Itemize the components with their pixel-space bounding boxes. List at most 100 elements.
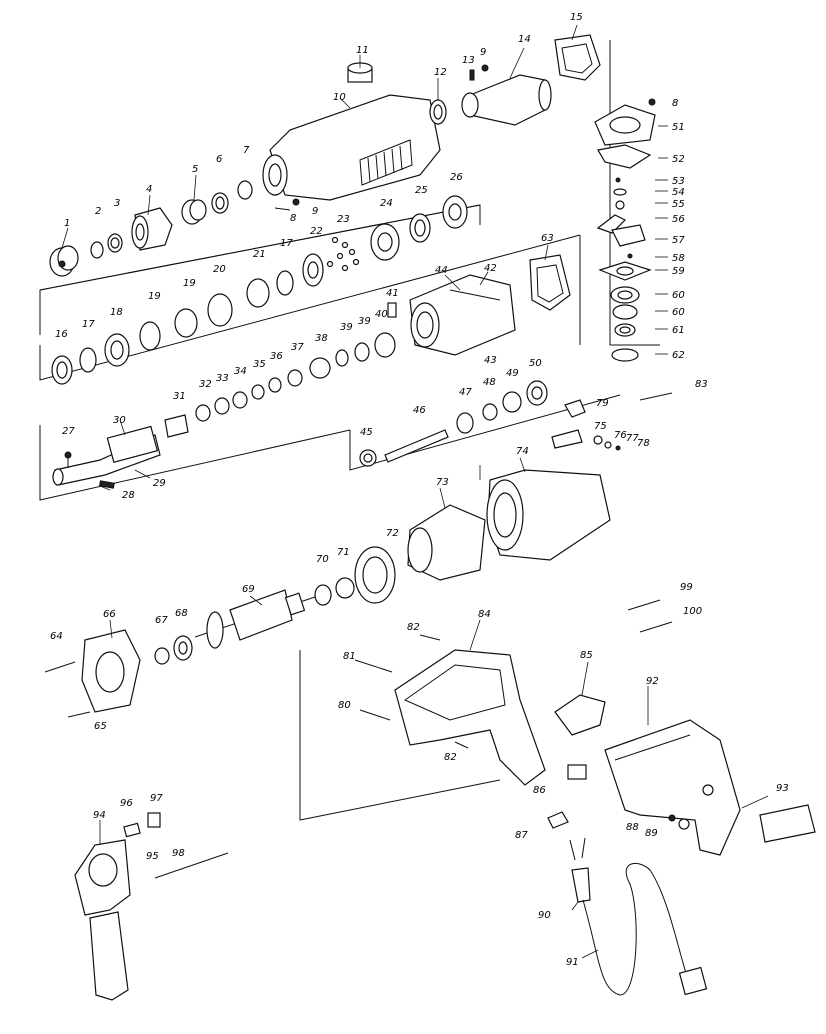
callout-56: 56: [672, 214, 685, 225]
callout-91: 91: [566, 957, 579, 968]
callout-67: 67: [155, 615, 168, 626]
pin-83: [639, 392, 673, 401]
callout-16: 16: [55, 329, 68, 340]
callout-6: 6: [216, 154, 222, 165]
callout-20: 20: [213, 264, 226, 275]
callout-95: 95: [146, 851, 159, 862]
callout-28: 28: [122, 490, 135, 501]
callout-29: 29: [153, 478, 166, 489]
callout-76: 76: [614, 430, 627, 441]
callout-7: 7: [243, 145, 250, 156]
callout-96: 96: [120, 798, 133, 809]
switch-85: [554, 694, 606, 736]
sleeve-14: [461, 74, 552, 126]
chuck-cap-1: [49, 245, 79, 277]
callout-38: 38: [315, 333, 328, 344]
sleeve-4: [131, 207, 173, 251]
bearings-70-71: [314, 577, 355, 606]
callout-81: 81: [343, 651, 356, 662]
callout-69: 69: [242, 584, 255, 595]
end-bracket-66: [44, 629, 141, 718]
callout-1: 1: [64, 218, 70, 229]
callout-33: 33: [216, 373, 229, 384]
callout-39b: 39: [358, 316, 371, 327]
callout-60: 60: [672, 290, 685, 301]
armature-69: [194, 589, 316, 649]
callout-94: 94: [93, 810, 106, 821]
leader-lines: [61, 24, 769, 959]
callout-10: 10: [333, 92, 346, 103]
callout-17: 17: [82, 319, 95, 330]
callout-labels: 1 2 3 4 5 6 7 8 8 9 9 10 11 12 13 14 15 …: [50, 12, 789, 968]
motor-bracket-51: [594, 98, 656, 146]
cylinder-42: [409, 274, 516, 356]
callout-19: 19: [148, 291, 161, 302]
callout-82: 82: [407, 622, 420, 633]
callout-99: 99: [680, 582, 693, 593]
callout-4: 4: [146, 184, 152, 195]
bearings-60-62: [610, 286, 640, 362]
flange-59: [598, 261, 652, 281]
callout-18: 18: [110, 307, 123, 318]
callout-23: 23: [337, 214, 350, 225]
spring-52: [597, 144, 652, 169]
callout-83: 83: [695, 379, 708, 390]
callout-52: 52: [672, 154, 685, 165]
callout-46: 46: [413, 405, 426, 416]
callout-64: 64: [50, 631, 63, 642]
screws-8-9-13: [274, 64, 489, 211]
callout-68: 68: [175, 608, 188, 619]
power-cord-90-91: [569, 837, 708, 996]
callout-12: 12: [434, 67, 447, 78]
callout-88: 88: [626, 822, 639, 833]
screws-88-89: [668, 814, 690, 830]
gasket-63: [529, 254, 571, 311]
callout-42: 42: [484, 263, 497, 274]
rings-16-21: [51, 270, 294, 385]
fan-72: [354, 546, 396, 604]
callout-49: 49: [506, 368, 519, 379]
callout-74: 74: [516, 446, 529, 457]
callout-22: 22: [310, 226, 323, 237]
callout-77: 77: [626, 433, 639, 444]
motor-housing-74: [486, 469, 611, 561]
callout-92: 92: [646, 676, 659, 687]
callout-53: 53: [672, 176, 685, 187]
parts-86-87: [547, 764, 587, 829]
callout-45: 45: [360, 427, 373, 438]
rings-2-3: [90, 233, 123, 259]
callout-65: 65: [94, 721, 107, 732]
callout-40: 40: [375, 309, 388, 320]
callout-54: 54: [672, 187, 685, 198]
callout-98: 98: [172, 848, 185, 859]
callout-60b: 60: [672, 307, 685, 318]
callout-31: 31: [173, 391, 186, 402]
gears-22-24-25-26: [302, 195, 468, 287]
callout-24: 24: [380, 198, 393, 209]
callout-78: 78: [637, 438, 650, 449]
callout-25: 25: [415, 185, 428, 196]
callout-17b: 17: [280, 238, 293, 249]
callout-21: 21: [253, 249, 266, 260]
pins-99-100: [627, 599, 673, 633]
callout-44: 44: [435, 265, 448, 276]
callout-14: 14: [518, 34, 531, 45]
callout-70: 70: [316, 554, 329, 565]
callout-2: 2: [95, 206, 101, 217]
callout-13: 13: [462, 55, 475, 66]
callout-41: 41: [386, 288, 399, 299]
callout-82b: 82: [444, 752, 457, 763]
callout-75: 75: [594, 421, 607, 432]
callout-11: 11: [356, 45, 369, 56]
callout-34: 34: [234, 366, 247, 377]
stator-73: [407, 504, 486, 581]
callout-55: 55: [672, 199, 685, 210]
callout-5: 5: [192, 164, 198, 175]
callout-62: 62: [672, 350, 685, 361]
callout-8: 8: [290, 213, 296, 224]
callout-79: 79: [596, 398, 609, 409]
callout-63: 63: [541, 233, 554, 244]
callout-9b: 9: [480, 47, 486, 58]
callout-66: 66: [103, 609, 116, 620]
